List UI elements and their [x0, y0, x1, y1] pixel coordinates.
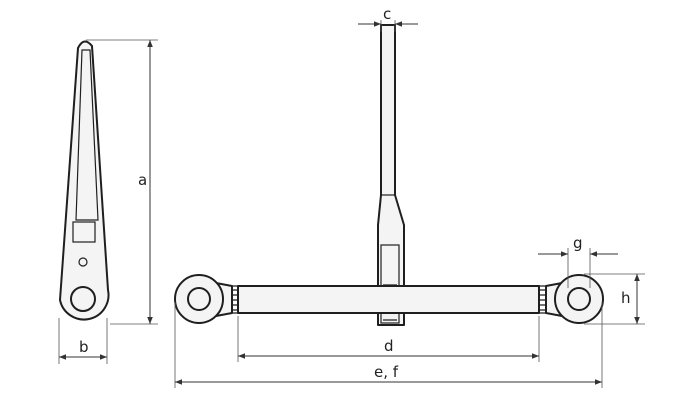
dimension-g: g — [538, 234, 618, 288]
label-d: d — [384, 337, 394, 355]
side-view-handle — [59, 40, 110, 321]
label-g: g — [573, 234, 583, 252]
dimension-h: h — [584, 273, 645, 325]
label-b: b — [79, 338, 89, 356]
label-ef: e, f — [374, 363, 399, 381]
dimension-a: a — [86, 39, 158, 325]
label-a: a — [138, 171, 147, 189]
dimension-ef: e, f — [174, 302, 603, 388]
dimension-c: c — [358, 5, 418, 32]
dimension-d: d — [237, 316, 540, 362]
label-c: c — [383, 5, 391, 23]
dimension-b: b — [58, 318, 108, 364]
label-h: h — [621, 289, 631, 307]
front-view-binder — [174, 24, 604, 326]
